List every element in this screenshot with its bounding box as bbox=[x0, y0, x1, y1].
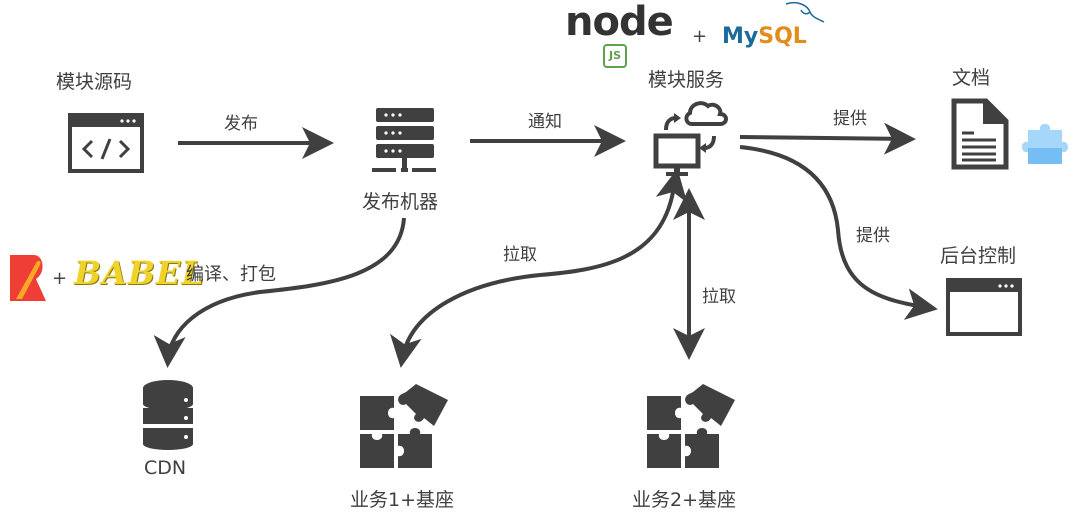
node-label-biz2: 业务2+基座 bbox=[632, 489, 737, 511]
mysql-sql-text: SQL bbox=[758, 24, 807, 49]
edge-label-notify: 通知 bbox=[528, 112, 562, 132]
nodejs-logo: node bbox=[565, 0, 674, 45]
edge-label-provide-docs: 提供 bbox=[833, 109, 867, 129]
edge-label-provide-admin: 提供 bbox=[856, 226, 890, 246]
edge-provide-admin bbox=[739, 145, 938, 321]
rollup-logo bbox=[10, 255, 46, 301]
edge-label-build: 编译、打包 bbox=[186, 264, 276, 285]
server-icon bbox=[372, 108, 436, 172]
nodejs-logo-text: node bbox=[565, 0, 674, 45]
node-label-service: 模块服务 bbox=[648, 69, 725, 91]
code-window-icon bbox=[68, 113, 144, 173]
edge-label-pull2: 拉取 bbox=[702, 287, 736, 307]
mysql-dolphin-icon bbox=[785, 1, 825, 23]
edge-provide-docs bbox=[739, 122, 916, 155]
browser-window-icon bbox=[946, 278, 1022, 336]
plus-sign: + bbox=[692, 26, 708, 47]
plugin-puzzle-icon bbox=[1022, 124, 1068, 164]
node-label-cdn: CDN bbox=[144, 457, 187, 479]
puzzle-icon bbox=[647, 384, 735, 468]
computer-cloud-sync-icon bbox=[653, 101, 728, 176]
edge-to-cdn bbox=[153, 217, 406, 368]
edge-label-publish: 发布 bbox=[224, 114, 258, 134]
node-label-admin: 后台控制 bbox=[940, 245, 1017, 267]
nodejs-js-text: JS bbox=[608, 49, 621, 62]
babel-logo: BABEL bbox=[74, 254, 205, 292]
nodejs-js-badge: JS bbox=[603, 44, 627, 68]
edge-pull-biz1 bbox=[390, 168, 688, 368]
mysql-my-text: My bbox=[722, 24, 759, 49]
node-label-docs: 文档 bbox=[952, 67, 991, 89]
node-label-publisher: 发布机器 bbox=[362, 191, 439, 213]
puzzle-icon bbox=[360, 384, 448, 468]
document-icon bbox=[951, 98, 1009, 170]
node-label-biz1: 业务1+基座 bbox=[350, 489, 455, 511]
mysql-logo: MySQL bbox=[722, 24, 807, 50]
database-icon bbox=[143, 380, 193, 450]
plus-sign: + bbox=[52, 268, 68, 289]
edge-label-pull1: 拉取 bbox=[503, 245, 537, 265]
node-label-source: 模块源码 bbox=[56, 71, 133, 93]
